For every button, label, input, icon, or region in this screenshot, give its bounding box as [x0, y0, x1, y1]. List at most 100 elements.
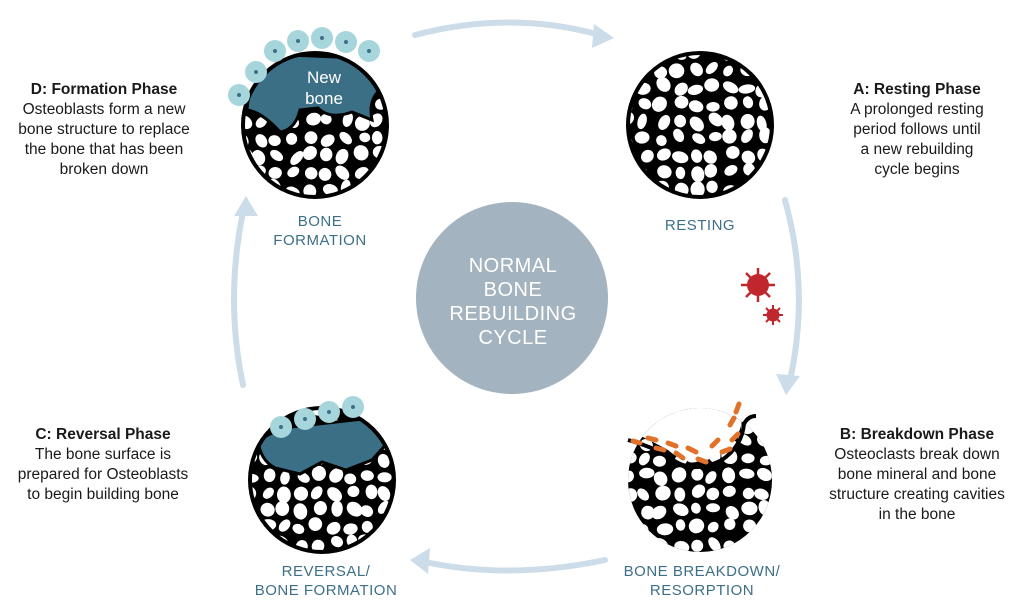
stage-label-resting: RESTING [640, 216, 760, 235]
arrow-formation-to-resting [412, 19, 603, 38]
bone-cell [320, 113, 332, 125]
bone-cell [343, 523, 358, 535]
phase-c-line: prepared for Osteoblasts [17, 466, 189, 483]
new-bone-label: New bone [288, 67, 360, 109]
bone-cell [641, 505, 655, 520]
bone-cell [708, 537, 721, 552]
phase-a-line: a new rebuilding [860, 141, 974, 158]
stage-label-breakdown: BONE BREAKDOWN/ RESORPTION [604, 562, 800, 600]
phase-a-line: A prolonged resting [850, 101, 984, 118]
phase-a-line: period follows until [853, 121, 981, 138]
center-title-line: BONE [483, 279, 543, 301]
bone-cell [638, 452, 650, 466]
bone-cell [304, 131, 318, 145]
bone-cell [353, 145, 369, 161]
bone-cell [342, 111, 353, 127]
bone-cell [628, 470, 634, 483]
phase-c-description: C: Reversal Phase The bone surface is pr… [0, 425, 206, 505]
center-title-line: CYCLE [478, 327, 548, 349]
phase-b-line: bone mineral and bone [837, 466, 997, 483]
phase-b-line: in the bone [878, 506, 956, 523]
bone-cell [268, 135, 281, 147]
bone-cell [741, 150, 756, 165]
stage-label-line: RESTING [664, 217, 736, 234]
bone-cell [377, 486, 391, 502]
bone-cell [674, 114, 687, 128]
stage-label-reversal: REVERSAL/ BONE FORMATION [240, 562, 412, 600]
bone-cell [377, 472, 392, 483]
bone-cell [705, 61, 718, 75]
bone-cell [276, 486, 291, 504]
bone-cell [741, 453, 755, 464]
bone-cell [335, 165, 350, 180]
phase-d-line: the bone that has been [24, 141, 184, 158]
phase-a-description: A: Resting Phase A prolonged resting per… [810, 80, 1024, 180]
stage-label-line: BONE BREAKDOWN/ [623, 563, 781, 580]
bone-cell [691, 468, 704, 481]
phase-d-line: Osteoblasts form a new [22, 101, 186, 118]
bone-cell [688, 100, 704, 113]
bone-cell [255, 116, 268, 128]
bone-cell [668, 63, 685, 79]
bone-cell [311, 539, 325, 552]
bone-circle-breakdown [627, 408, 772, 552]
bone-cell [335, 148, 349, 165]
bone-cell [654, 66, 668, 79]
bone-cell [721, 114, 735, 131]
bone-cell [637, 488, 650, 501]
bone-cell [722, 467, 736, 484]
bone-cell [740, 113, 755, 130]
bone-cell [361, 520, 373, 533]
phase-d-title: D: Formation Phase [30, 81, 178, 98]
bone-cell [286, 133, 298, 145]
osteoblasts-formation [228, 27, 380, 106]
bone-cell [674, 487, 686, 502]
bone-cell [255, 134, 268, 148]
bone-cell [658, 115, 671, 130]
phase-a-line: cycle begins [874, 161, 960, 178]
osteoclasts [630, 401, 742, 465]
bone-circle-reversal [248, 406, 396, 554]
bone-cell [275, 501, 290, 516]
bone-cell [311, 465, 327, 481]
bone-cell [691, 149, 703, 163]
bone-cell [724, 518, 736, 530]
bone-cell [326, 521, 341, 535]
bone-cell [675, 519, 686, 531]
phase-d-description: D: Formation Phase Osteoblasts form a ne… [0, 80, 208, 180]
bone-cell [278, 519, 291, 532]
bone-cell [306, 112, 322, 126]
bone-cell [707, 521, 719, 533]
bone-cell [359, 132, 371, 143]
bone-cell [339, 131, 352, 145]
bone-cell [369, 113, 383, 128]
bone-cell [262, 487, 274, 499]
bone-cell [292, 523, 305, 534]
bone-cell [691, 484, 706, 498]
bone-cell [724, 96, 738, 110]
bone-cell [673, 128, 685, 143]
phase-a-title: A: Resting Phase [853, 81, 981, 98]
bone-cell [708, 112, 723, 127]
phase-b-line: structure creating cavities [829, 486, 1005, 503]
bone-cell [639, 467, 655, 479]
stage-label-line: REVERSAL/ [281, 563, 371, 580]
bone-cell [656, 148, 671, 161]
bone-cell [691, 166, 705, 183]
bone-cell [347, 485, 360, 498]
bone-cell [672, 151, 689, 164]
phase-d-line: broken down [59, 161, 149, 178]
bone-cell [687, 84, 704, 96]
bone-cell [706, 503, 720, 513]
center-title-line: NORMAL [468, 255, 558, 277]
bone-cell [330, 535, 344, 548]
bone-cell [759, 127, 772, 144]
bone-cell [637, 113, 647, 130]
bone-cell [346, 501, 363, 517]
bone-cell [290, 151, 304, 165]
bone-cell [327, 487, 343, 502]
bone-cell [709, 131, 722, 142]
bone-cell [318, 167, 332, 181]
bone-cell [320, 134, 335, 147]
